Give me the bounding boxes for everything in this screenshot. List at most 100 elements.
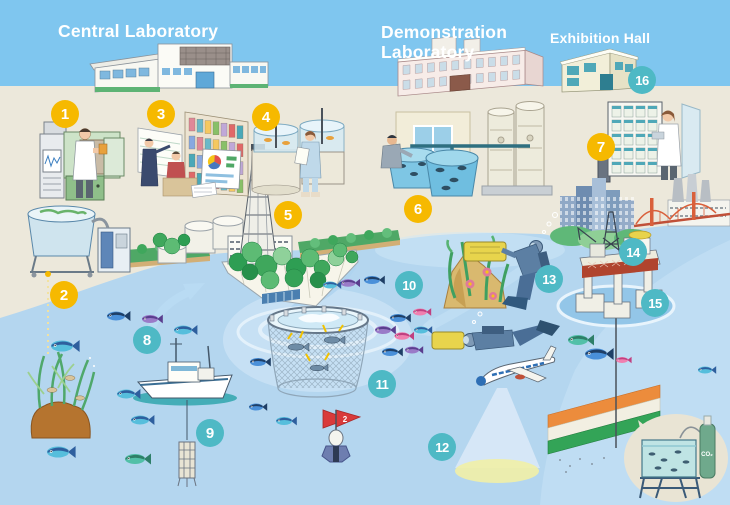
peninsula-trees <box>152 232 359 290</box>
book-spine-icon <box>204 120 212 134</box>
analysis-instrument-scene <box>39 121 125 201</box>
swimming-diver <box>431 311 560 351</box>
fish-icon <box>250 357 271 367</box>
tank-fish <box>648 450 690 472</box>
book-spine-icon <box>236 125 244 139</box>
marker-14[interactable]: 14 <box>619 238 647 266</box>
fish-icon <box>117 389 141 399</box>
tree-icon <box>345 250 359 264</box>
gas-hose <box>679 426 701 439</box>
fish-icon <box>616 356 632 364</box>
marker-8[interactable]: 8 <box>133 326 161 354</box>
tagged-fish <box>287 324 346 372</box>
book-spine-icon <box>188 117 196 132</box>
marker-5[interactable]: 5 <box>274 201 302 229</box>
marker-13[interactable]: 13 <box>535 265 563 293</box>
specimen-jar-icon <box>611 161 622 174</box>
book-spine-icon <box>228 124 236 138</box>
aquarium-stand <box>639 477 701 499</box>
research-vessel <box>133 338 237 487</box>
co2-cylinder <box>699 423 716 479</box>
specimen-jar-icon <box>623 147 634 160</box>
curator-figure <box>651 110 682 180</box>
coastline-hedge-right <box>298 228 400 258</box>
fish-icon <box>131 415 155 425</box>
tree-icon <box>300 248 320 268</box>
window-icon <box>402 79 411 90</box>
marker-15[interactable]: 15 <box>641 289 669 317</box>
rearing-tank-scene <box>251 108 345 197</box>
fish-icon <box>585 347 614 361</box>
scientist-figure <box>72 128 108 198</box>
window-icon <box>475 58 484 69</box>
culture-vat-scene <box>27 205 131 358</box>
tree-icon <box>163 237 181 255</box>
window-icon <box>475 73 484 84</box>
city-and-bridge <box>550 174 730 250</box>
tree-icon <box>284 268 304 288</box>
window-icon <box>427 62 435 73</box>
fish-icon <box>568 334 594 346</box>
specimen-jar-icon <box>635 105 646 118</box>
marker-6[interactable]: 6 <box>404 195 432 223</box>
specimen-jar-icon <box>623 119 634 132</box>
window-icon <box>488 56 496 67</box>
marker-11[interactable]: 11 <box>368 370 396 398</box>
exhibition-hall-building <box>559 48 639 93</box>
marker-buoy: 2 <box>321 409 362 463</box>
marker-2[interactable]: 2 <box>50 281 78 309</box>
fish-layer <box>47 275 717 465</box>
suspension-bridge <box>633 192 730 228</box>
fish-icon <box>413 308 432 316</box>
buoy-flag-number: 2 <box>343 415 348 424</box>
window-icon <box>512 54 521 65</box>
specimen-jar-icon <box>611 119 622 132</box>
marker-9[interactable]: 9 <box>196 419 224 447</box>
marker-16[interactable]: 16 <box>628 66 656 94</box>
fish-icon <box>323 281 342 289</box>
fish-icon <box>375 325 396 335</box>
co2-experiment-callout: CO₂ <box>624 414 728 502</box>
survey-beam <box>455 388 540 483</box>
specimen-jar-icon <box>611 105 622 118</box>
tree-icon <box>260 270 280 290</box>
window-icon <box>415 63 423 74</box>
fish-icon <box>47 445 76 459</box>
central-laboratory-label: Central Laboratory <box>58 21 219 41</box>
marker-1[interactable]: 1 <box>51 100 79 128</box>
book-spine-icon <box>196 137 204 151</box>
specimen-jar-icon <box>635 147 646 160</box>
marker-10[interactable]: 10 <box>395 271 423 299</box>
book-spine-icon <box>220 122 228 137</box>
marker-4[interactable]: 4 <box>252 103 280 131</box>
window-icon <box>415 78 423 89</box>
seated-figure <box>162 151 218 198</box>
marker-7[interactable]: 7 <box>587 133 615 161</box>
window-icon <box>463 59 472 70</box>
book-spine-icon <box>188 135 196 150</box>
window-icon <box>402 64 411 75</box>
book-spine-icon <box>212 121 220 135</box>
specimen-storage-scene <box>597 101 701 183</box>
co2-label: CO₂ <box>701 452 713 458</box>
book-spine-icon <box>196 119 204 133</box>
window-icon <box>439 61 447 72</box>
tree-icon <box>177 233 191 247</box>
window-icon <box>451 60 459 71</box>
specimen-jar-icon <box>623 161 634 174</box>
fish-cage <box>267 305 369 398</box>
tree-icon <box>241 241 263 263</box>
marker-12[interactable]: 12 <box>428 433 456 461</box>
observer-figure <box>294 131 322 197</box>
specimen-jar-icon <box>623 133 634 146</box>
tree-icon <box>309 271 327 289</box>
fish-icon <box>394 331 414 341</box>
technician-figure <box>380 135 413 169</box>
marker-3[interactable]: 3 <box>147 100 175 128</box>
tree-icon <box>241 263 259 281</box>
exhibition-hall-label: Exhibition Hall <box>550 30 651 46</box>
window-icon <box>500 70 508 81</box>
fish-icon <box>107 311 131 321</box>
fish-icon <box>340 278 360 288</box>
